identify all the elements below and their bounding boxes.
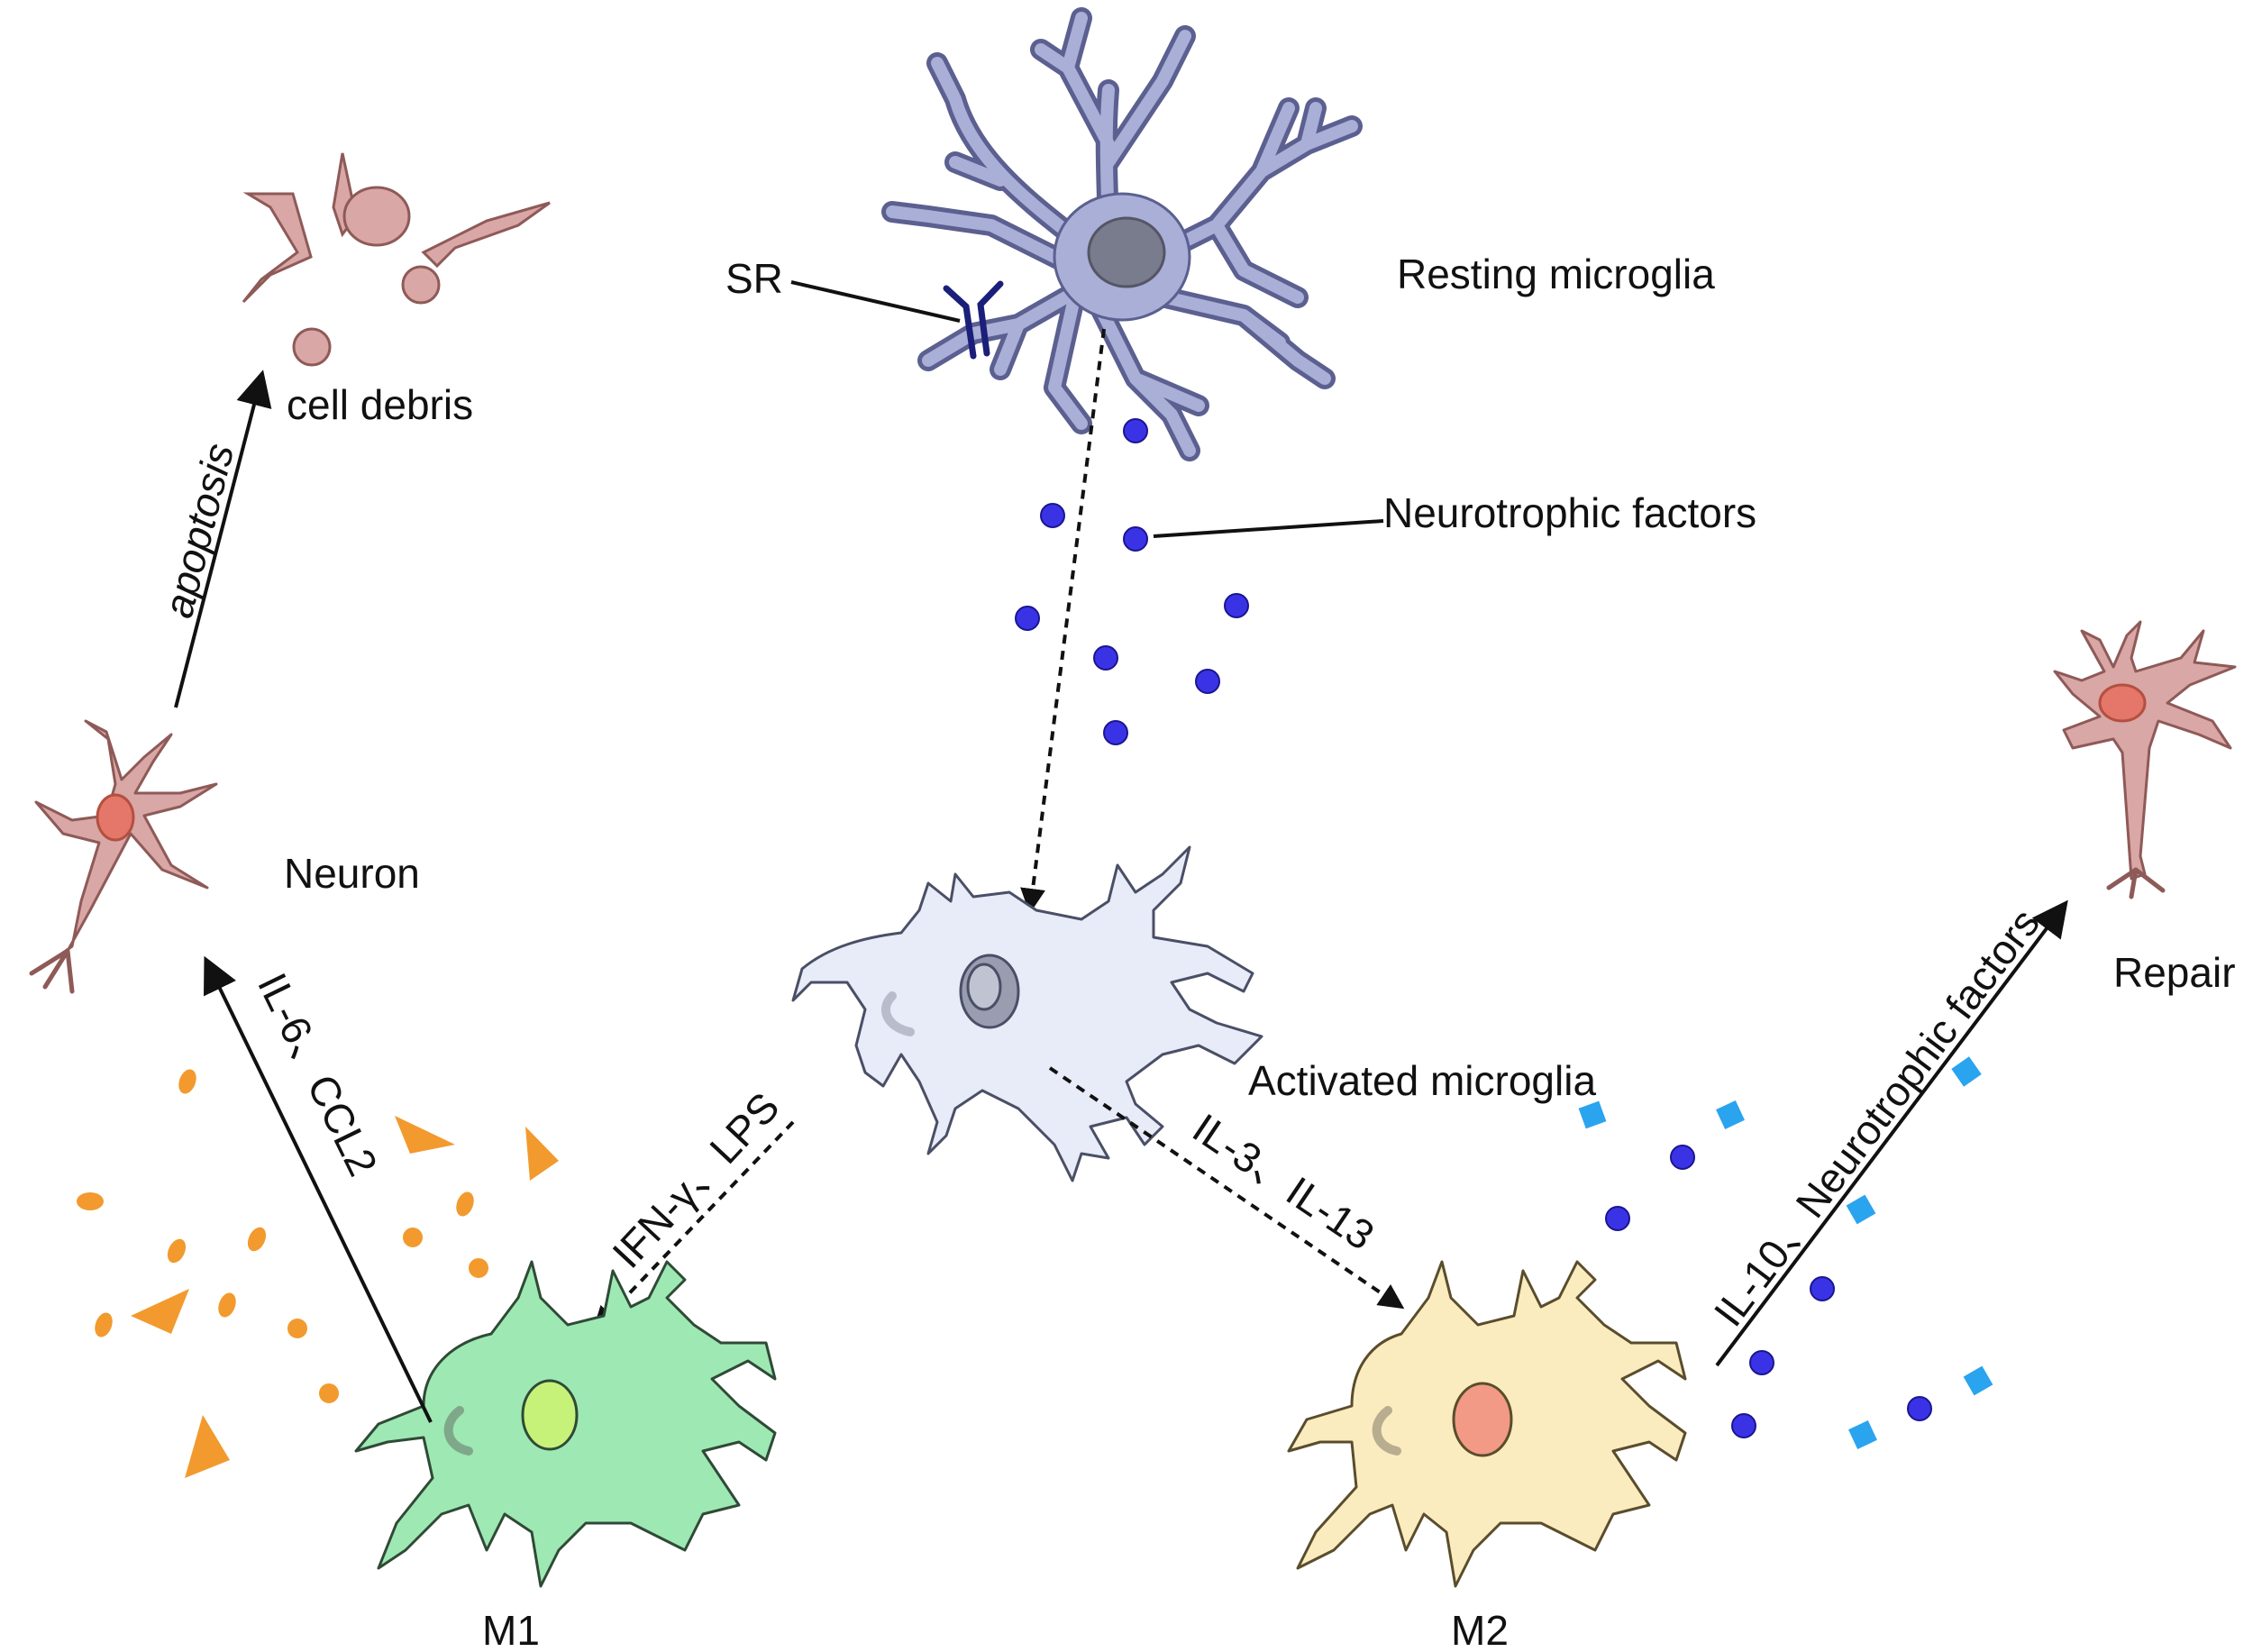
cell-debris-label: cell debris [287, 381, 473, 428]
neuron-cell [29, 719, 218, 994]
neurotrophic-pointer-line [1153, 519, 1384, 538]
repair-label: Repair [2113, 949, 2236, 996]
m2-cytokines [1578, 1056, 1993, 1449]
to-m2-arrow [1048, 1066, 1405, 1310]
scavenger-receptor-icon [943, 280, 1004, 360]
neuron-label: Neuron [284, 850, 420, 897]
activated-microglia-label: Activated microglia [1248, 1057, 1596, 1104]
m2-to-repair-arrow [1715, 899, 2068, 1367]
m2-neurotrophic-dots [1605, 1145, 1932, 1438]
ifn-lps-label: IFN-γ、LPS [603, 1083, 788, 1277]
m1-microglia-cell [354, 1260, 777, 1588]
sr-pointer-line [790, 280, 961, 323]
activated-microglia-cell [791, 845, 1263, 1182]
m2-label: M2 [1451, 1607, 1509, 1652]
neurotrophic-factors-label: Neurotrophic factors [1383, 489, 1756, 536]
apoptosis-arrow [174, 370, 272, 708]
resting-microglia-label: Resting microglia [1397, 251, 1715, 297]
cell-debris [242, 152, 551, 367]
activation-arrow [1020, 328, 1106, 914]
m1-cytokines [77, 1069, 559, 1478]
m2-microglia-cell [1287, 1260, 1687, 1588]
resting-microglia-cell [881, 7, 1363, 461]
m1-label: M1 [482, 1607, 540, 1652]
il6-ccl2-label: IL-6、CCL2 [249, 966, 387, 1183]
repaired-neuron-cell [2053, 620, 2237, 899]
m1-to-neuron-arrow [204, 955, 433, 1423]
sr-label: SR [725, 255, 783, 302]
apoptosis-label: apoptosis [154, 439, 242, 623]
neurotrophic-factor-dots [1015, 418, 1249, 745]
il10-ntf-label: IL-10、Neurotrophic factors [1704, 899, 2048, 1335]
